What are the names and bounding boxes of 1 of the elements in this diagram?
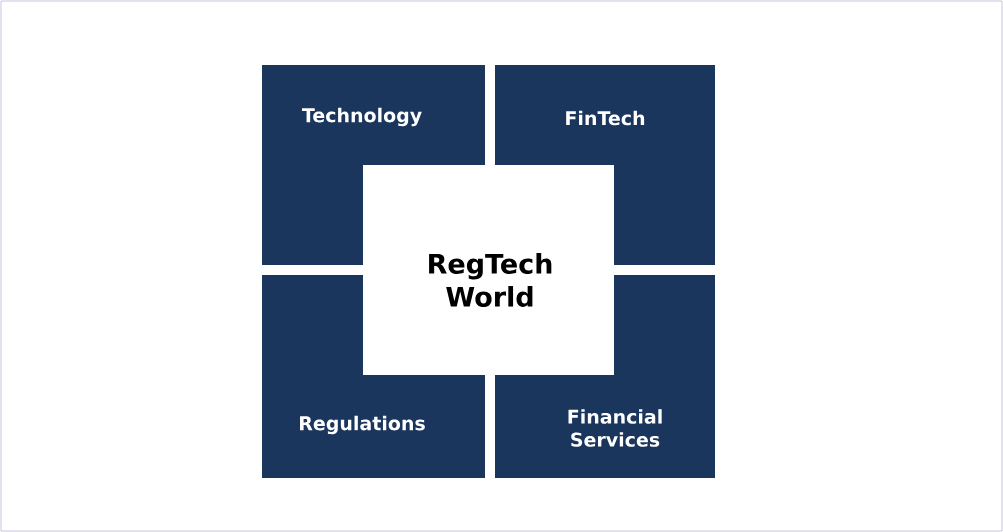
center-box: RegTech World bbox=[363, 165, 614, 375]
